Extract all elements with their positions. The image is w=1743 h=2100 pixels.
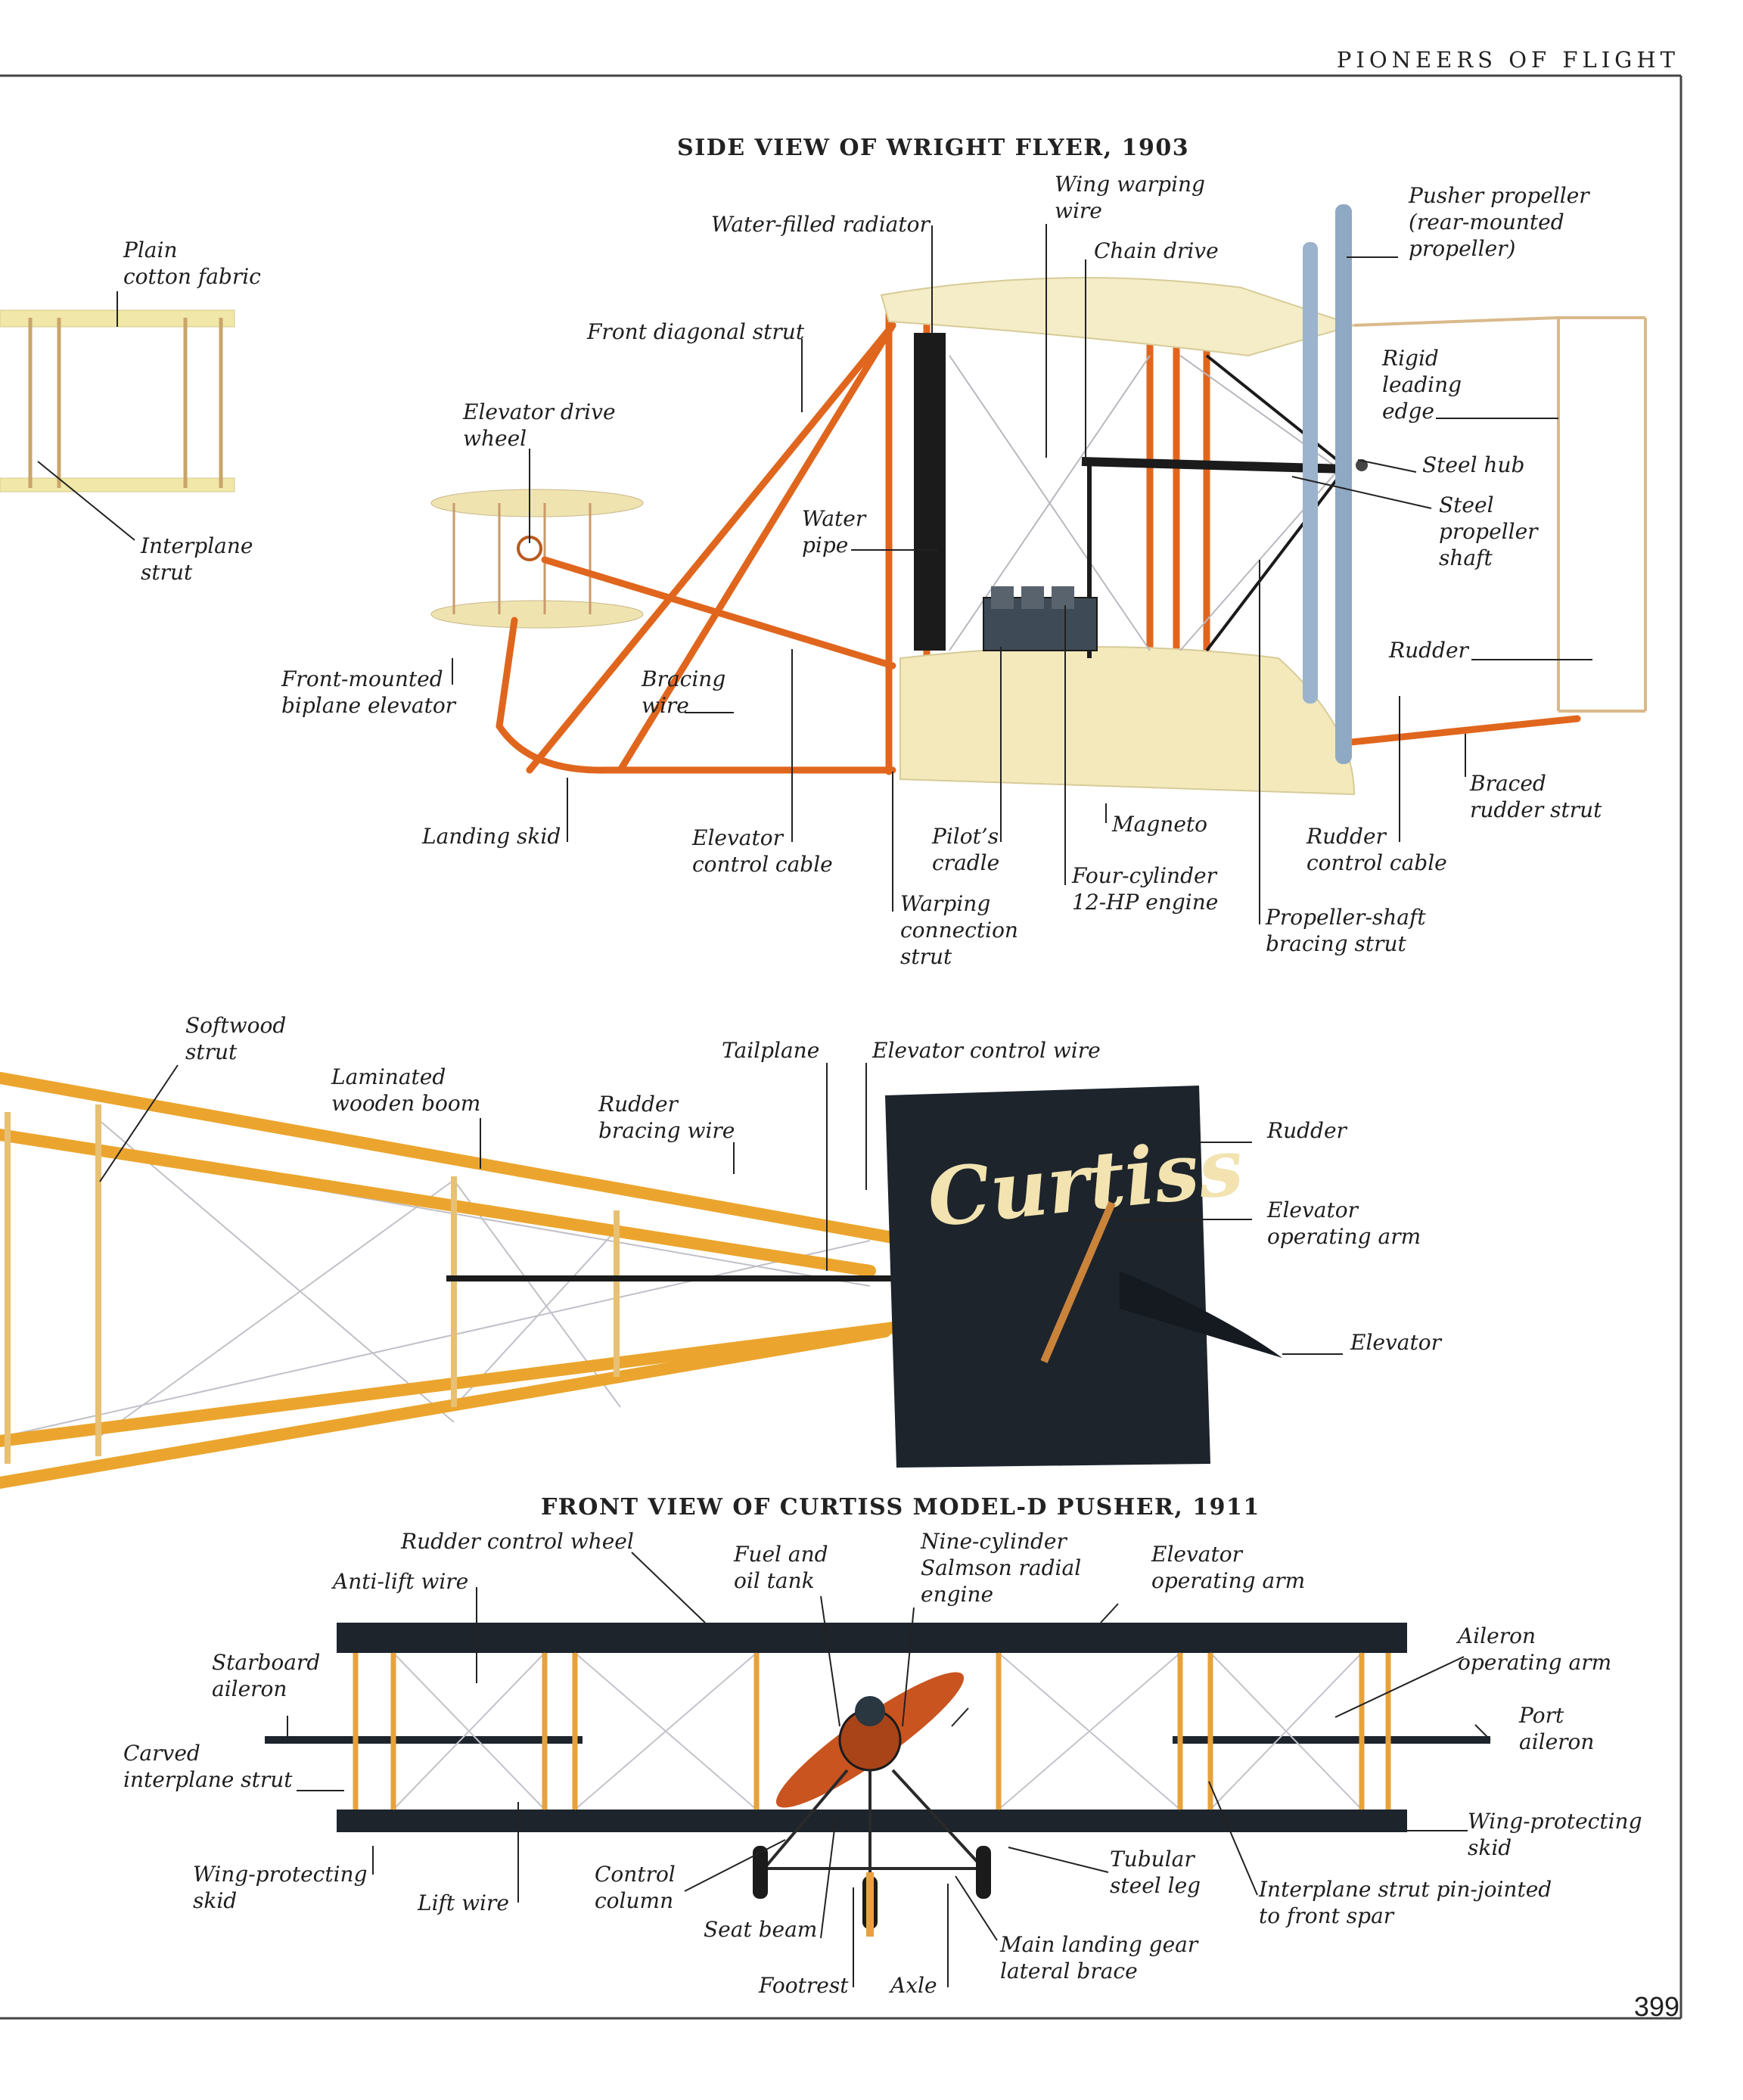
label-water-filled-radiator: Water-filled radiator: [711, 211, 930, 238]
label-pusher-propeller: Pusher propeller (rear-mounted propeller…: [1409, 182, 1589, 262]
label-front-diagonal-strut: Front diagonal strut: [587, 318, 804, 345]
label-fuel-and-oil-tank: Fuel and oil tank: [734, 1541, 828, 1594]
curtiss-section-title: FRONT VIEW OF CURTISS MODEL-D PUSHER, 19…: [541, 1494, 1260, 1521]
starboard-aileron-shape: [265, 1736, 583, 1744]
curtiss-lower-wing: [337, 1810, 1407, 1832]
label-nine-cylinder-engine: Nine-cylinder Salmson radial engine: [921, 1528, 1081, 1608]
label-seat-beam: Seat beam: [704, 1916, 817, 1943]
wright-flyer-illustration: [0, 204, 1645, 794]
wright-lower-wing: [900, 647, 1354, 794]
engine-assembly: [983, 356, 1347, 658]
label-control-column: Control column: [595, 1861, 676, 1914]
label-magneto: Magneto: [1112, 811, 1207, 837]
label-interplane-strut: Interplane strut: [141, 533, 253, 586]
label-interplane-strut-pin-jointed: Interplane strut pin-jointed to front sp…: [1259, 1876, 1552, 1929]
label-axle: Axle: [890, 1972, 937, 1999]
label-braced-rudder-strut: Braced rudder strut: [1470, 770, 1602, 823]
curtiss-upper-wing: [337, 1623, 1407, 1653]
front-elevator: [431, 489, 643, 628]
label-anti-lift-wire: Anti-lift wire: [333, 1568, 468, 1595]
curtiss-pilot-seat: [855, 1696, 885, 1726]
curtiss-wheel-right: [976, 1846, 991, 1899]
label-main-landing-gear-brace: Main landing gear lateral brace: [1000, 1931, 1198, 1984]
label-carved-interplane-strut: Carved interplane strut: [123, 1740, 293, 1793]
label-footrest: Footrest: [759, 1972, 848, 1999]
curtiss-wheel-left: [753, 1846, 768, 1899]
wright-upper-wing: [881, 278, 1354, 356]
label-tubular-steel-leg: Tubular steel leg: [1110, 1846, 1201, 1899]
label-rudder-boom: Rudder: [1267, 1117, 1347, 1144]
label-wing-warping-wire: Wing warping wire: [1055, 171, 1205, 224]
label-laminated-wooden-boom: Laminated wooden boom: [331, 1064, 480, 1117]
label-wing-protecting-skid-left: Wing-protecting skid: [193, 1861, 368, 1914]
label-rudder-bracing-wire: Rudder bracing wire: [598, 1091, 735, 1144]
label-bracing-wire: Bracing wire: [642, 666, 725, 719]
tail-struts: [8, 1104, 617, 1464]
label-lift-wire: Lift wire: [418, 1890, 509, 1916]
label-landing-skid: Landing skid: [422, 823, 561, 850]
label-elevator-operating-arm-front: Elevator operating arm: [1151, 1541, 1305, 1594]
label-elevator-drive-wheel: Elevator drive wheel: [463, 399, 616, 452]
label-chain-drive: Chain drive: [1094, 238, 1219, 264]
label-propeller-shaft-bracing-strut: Propeller-shaft bracing strut: [1266, 904, 1426, 957]
label-elevator-control-cable: Elevator control cable: [692, 825, 833, 878]
label-elevator-control-wire: Elevator control wire: [872, 1037, 1101, 1064]
radiator: [914, 333, 946, 651]
left-wing-fragment: [0, 310, 235, 492]
label-steel-hub: Steel hub: [1422, 452, 1524, 478]
label-water-pipe: Water pipe: [802, 505, 865, 558]
label-port-aileron: Port aileron: [1519, 1702, 1594, 1755]
label-elevator: Elevator: [1350, 1329, 1441, 1356]
label-rudder-control-cable: Rudder control cable: [1306, 823, 1447, 876]
label-warping-connection-strut: Warping connection strut: [900, 890, 1018, 970]
label-starboard-aileron: Starboard aileron: [212, 1649, 320, 1702]
label-steel-propeller-shaft: Steel propeller shaft: [1439, 492, 1538, 571]
label-softwood-strut: Softwood strut: [185, 1012, 286, 1065]
label-front-mounted-biplane-elevator: Front-mounted biplane elevator: [281, 666, 455, 719]
page-number: 399: [1634, 1991, 1679, 2023]
pusher-propellers: [1303, 204, 1368, 764]
label-aileron-operating-arm: Aileron operating arm: [1458, 1623, 1611, 1676]
label-rigid-leading-edge: Rigid leading edge: [1382, 345, 1462, 424]
label-plain-cotton-fabric: Plain cotton fabric: [123, 237, 261, 290]
label-rudder-control-wheel: Rudder control wheel: [401, 1528, 634, 1555]
label-pilots-cradle: Pilot’s cradle: [932, 823, 999, 876]
label-elevator-operating-arm-boom: Elevator operating arm: [1267, 1197, 1421, 1250]
wright-section-title: SIDE VIEW OF WRIGHT FLYER, 1903: [677, 135, 1189, 161]
port-aileron-shape: [1173, 1736, 1490, 1744]
label-tailplane: Tailplane: [722, 1037, 819, 1064]
label-wing-protecting-skid-right: Wing-protecting skid: [1468, 1808, 1642, 1861]
label-rudder-wright: Rudder: [1389, 637, 1468, 663]
label-four-cylinder-engine: Four-cylinder 12-HP engine: [1072, 862, 1218, 915]
